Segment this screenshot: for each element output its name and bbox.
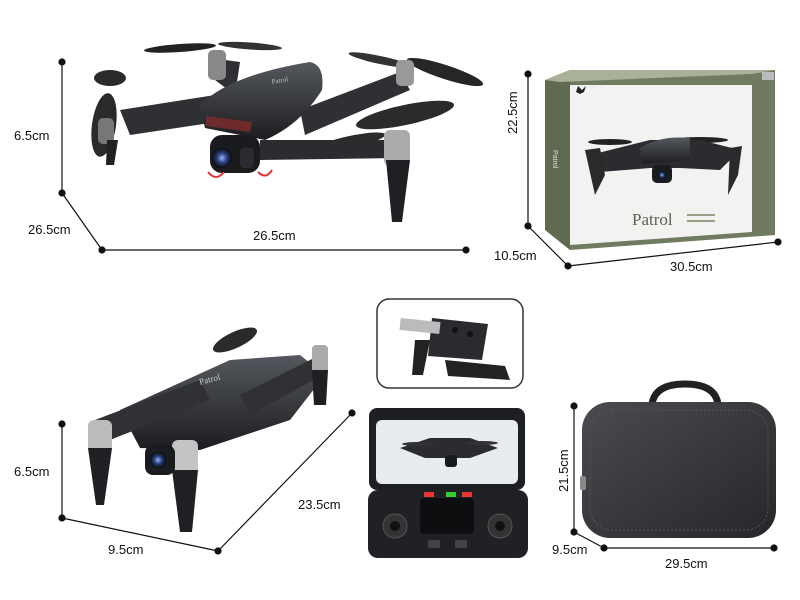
drone-top-logo: Patrol — [271, 75, 289, 86]
drone-top-height-label: 6.5cm — [14, 128, 50, 143]
drone-folded-dimension-lines — [58, 409, 356, 555]
drone-top-length-label: 26.5cm — [253, 228, 296, 243]
product-box: Patrol Patrol — [545, 70, 775, 250]
drone-folded-length-label: 23.5cm — [298, 497, 341, 512]
drone-top-view: Patrol — [91, 41, 484, 222]
box-dimension-lines — [524, 70, 782, 270]
case-dimension-lines — [570, 402, 778, 552]
box-brand-logo — [576, 86, 586, 94]
case-depth-label: 9.5cm — [552, 542, 588, 557]
case-height-label: 21.5cm — [556, 449, 571, 492]
box-height-label: 22.5cm — [505, 91, 520, 134]
case-width-label: 29.5cm — [665, 556, 708, 571]
drone-top-width-label: 26.5cm — [28, 222, 71, 237]
drone-folded-height-label: 6.5cm — [14, 464, 50, 479]
phone-and-controller — [368, 408, 528, 558]
remote-controller-folded — [376, 298, 524, 389]
carrying-case — [580, 380, 776, 538]
box-side-text: Patrol — [551, 150, 558, 169]
drone-top-dimension-lines — [58, 58, 470, 254]
drone-folded-view: Patrol — [88, 327, 328, 532]
box-width-label: 30.5cm — [670, 259, 713, 274]
box-depth-label: 10.5cm — [494, 248, 537, 263]
drone-folded-depth-label: 9.5cm — [108, 542, 144, 557]
box-brand-name: Patrol — [632, 210, 673, 229]
